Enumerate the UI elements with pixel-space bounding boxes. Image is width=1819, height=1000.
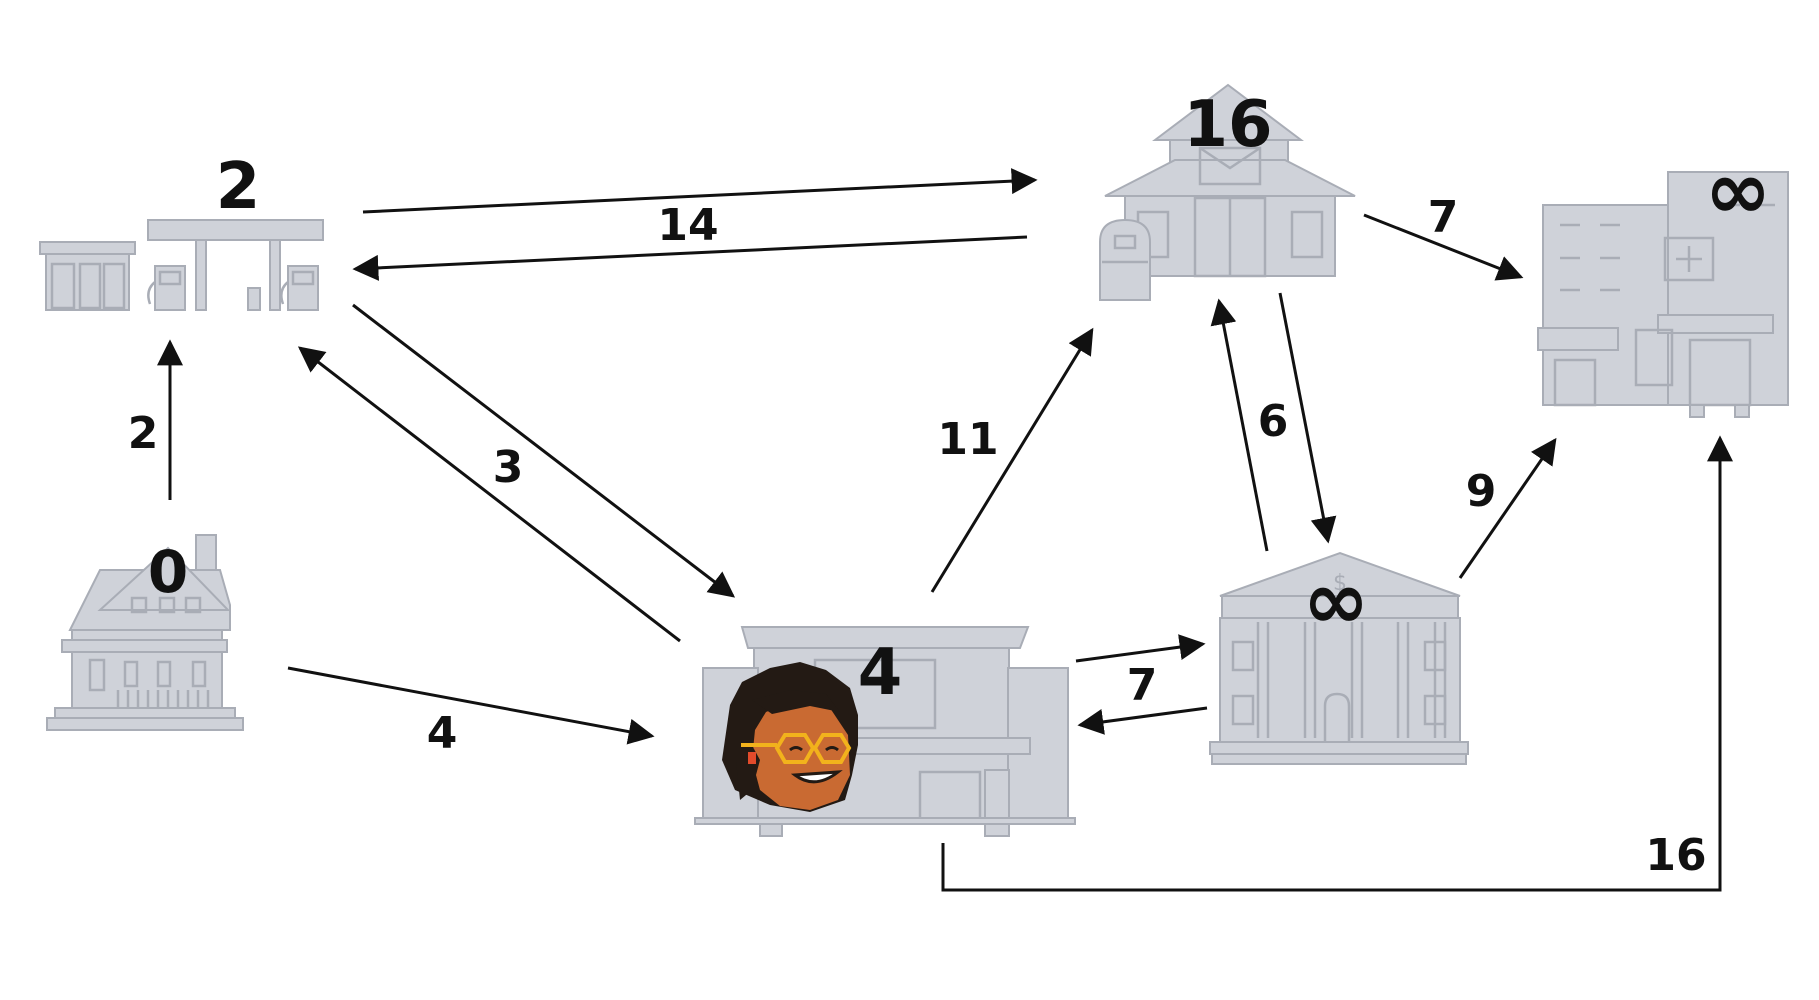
weight-post-office-hospital: 7 (1428, 192, 1459, 243)
house-distance-label: 0 (148, 538, 188, 606)
weight-house-store: 4 (427, 708, 458, 759)
edge-gas-station-store (352, 303, 736, 598)
edge-post-office-bank (1278, 292, 1337, 544)
weight-gas-station-post-office: 14 (657, 200, 718, 251)
edge-house-store (287, 666, 655, 745)
post-office-building (1099, 83, 1356, 301)
weight-store-hospital: 16 (1645, 830, 1706, 881)
edge-store-post-office (930, 327, 1094, 593)
edge-gas-station-post-office (362, 168, 1038, 214)
gas-station-building (39, 219, 324, 311)
weight-store-post-office: 11 (937, 414, 998, 465)
hospital-building (1537, 171, 1789, 418)
weight-bank-hospital: 9 (1466, 466, 1497, 517)
edge-post-office-gas-station (352, 235, 1028, 281)
edge-weights: 2 4 14 3 11 7 16 6 7 9 (128, 192, 1707, 881)
bank-distance-label: ∞ (1303, 554, 1370, 647)
weight-post-office-bank: 6 (1258, 396, 1289, 447)
edge-store-gas-station (297, 346, 681, 643)
store-distance-label: 4 (858, 636, 903, 710)
weight-gas-station-store: 3 (493, 442, 524, 493)
node-distance-labels: 0 2 4 16 ∞ ∞ (148, 88, 1772, 710)
edges (157, 168, 1733, 892)
svg-text:$: $ (1333, 571, 1347, 596)
traveler-avatar (722, 662, 858, 812)
weight-house-gas-station: 2 (128, 408, 159, 459)
bank-building: $ (1209, 551, 1469, 765)
hospital-distance-label: ∞ (1705, 144, 1772, 237)
edge-post-office-hospital (1363, 213, 1524, 281)
edge-bank-store (1077, 706, 1208, 735)
edge-store-hospital (941, 435, 1733, 892)
weight-store-bank: 7 (1127, 660, 1158, 711)
edge-bank-post-office (1210, 298, 1269, 552)
gas-station-distance-label: 2 (216, 150, 261, 224)
post-office-distance-label: 16 (1183, 88, 1272, 162)
edge-bank-hospital (1458, 437, 1557, 579)
edge-store-bank (1075, 634, 1206, 663)
house-building (46, 534, 244, 731)
